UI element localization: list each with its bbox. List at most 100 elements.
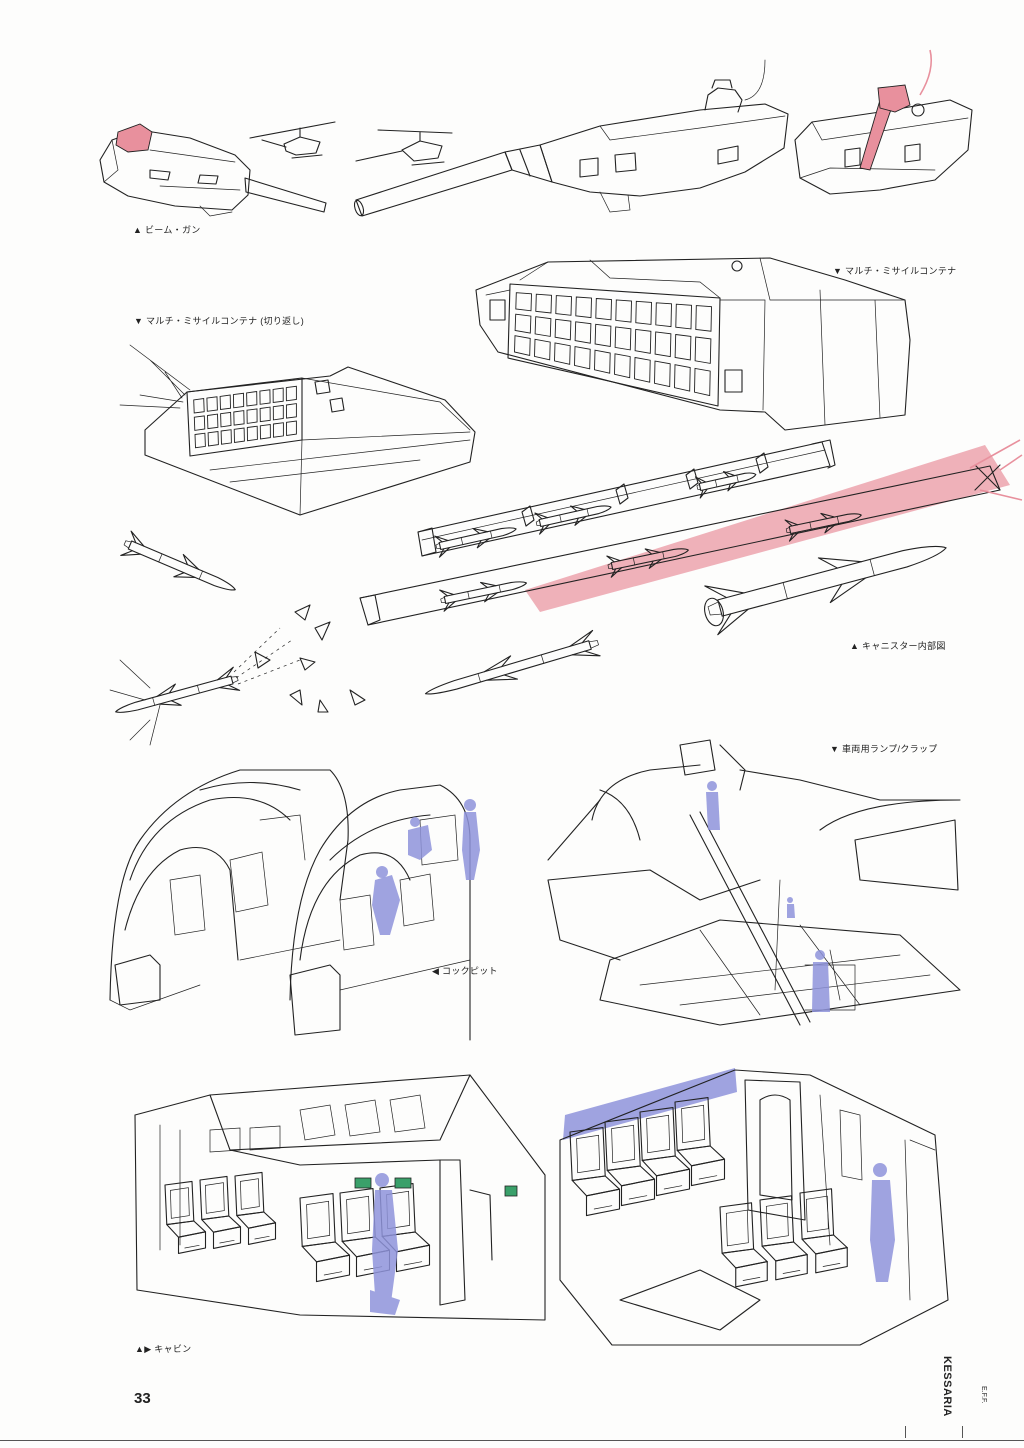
missile-cell <box>574 346 591 370</box>
crew-figure <box>812 962 830 1012</box>
missile-cell <box>259 406 271 423</box>
missile-cell <box>575 296 592 319</box>
crew-figure <box>706 792 720 830</box>
multi-missile-container-front <box>475 257 911 431</box>
figure-head <box>410 817 420 827</box>
screen <box>504 1185 518 1197</box>
missile-cell <box>206 396 218 412</box>
hull-outline <box>289 784 471 1041</box>
seat <box>234 1171 276 1245</box>
missile-cell <box>286 420 297 437</box>
helicopter-sketch <box>355 129 453 166</box>
missile-cell <box>220 411 232 428</box>
missile-cell <box>233 410 245 426</box>
gun-barrel <box>355 151 513 217</box>
missile-cell <box>654 360 671 388</box>
cockpit-cutaway-left <box>109 769 349 1011</box>
hull-body <box>739 769 961 831</box>
missile-cell <box>555 295 572 316</box>
passenger-figure <box>370 1190 400 1315</box>
seat <box>674 1096 726 1187</box>
cabin-door <box>439 1159 493 1306</box>
cabin-ceiling <box>209 1074 471 1166</box>
missile-cell <box>634 356 651 383</box>
missile-cell <box>514 313 532 334</box>
tube-outline <box>417 441 831 557</box>
helicopter-body <box>261 136 323 159</box>
hull-outline <box>109 769 349 1001</box>
missile-cell <box>675 303 692 330</box>
exhaust-lines <box>233 627 301 685</box>
beam-gun-rear-view <box>794 49 973 195</box>
turret-slots <box>579 145 739 178</box>
missile <box>694 463 759 499</box>
helicopter-rotor <box>377 129 453 142</box>
missile-cell <box>614 353 631 379</box>
missile-cell <box>515 292 532 312</box>
caption-multi-missile-container: ▼ マルチ・ミサイルコンテナ <box>833 266 957 276</box>
seat <box>199 1175 241 1249</box>
missile-cell <box>534 316 552 337</box>
side-title: KESSARIA <box>941 1356 953 1417</box>
multi-missile-container-reverse <box>119 344 476 516</box>
floor-bench <box>619 1269 761 1331</box>
turret-panel-lines <box>599 115 786 213</box>
missile-cell <box>285 385 297 402</box>
beam-gun-side-view <box>99 123 327 217</box>
screen <box>354 1177 372 1189</box>
container-panel-lines <box>209 377 471 516</box>
missile <box>111 666 242 725</box>
turret-body <box>539 103 789 197</box>
missile-cell <box>272 404 284 421</box>
missile <box>119 530 242 603</box>
rule-tick <box>962 1426 963 1438</box>
missile-cell <box>259 423 271 440</box>
missile-cell <box>207 430 219 447</box>
caption-cabin: ▲▶ キャビン <box>135 1344 192 1354</box>
missile-cell <box>554 318 572 341</box>
container-outline <box>475 257 911 431</box>
figure-head <box>376 866 388 878</box>
missile-cell <box>193 397 205 414</box>
caption-canister-interior: ▲ キャニスター内部図 <box>850 641 946 651</box>
missile-cell <box>635 300 652 325</box>
cabin-interior-left <box>134 1074 546 1321</box>
side-openings <box>489 299 743 393</box>
motion-lines <box>119 344 191 409</box>
missile-cell <box>514 335 531 356</box>
missile-cell <box>674 364 691 392</box>
figure-head <box>815 950 825 960</box>
helicopter-sketch <box>249 121 336 159</box>
turret-panel-lines <box>103 139 241 217</box>
missile-cell <box>614 326 632 351</box>
sensor-cable <box>744 59 766 101</box>
page-number: 33 <box>134 1390 151 1407</box>
missile-cell <box>207 413 219 430</box>
nose-box <box>289 964 341 1036</box>
helicopter-body <box>355 140 445 166</box>
cockpit-details <box>339 814 471 991</box>
missile-cell <box>674 333 692 361</box>
seat <box>164 1180 206 1254</box>
nose-box <box>114 954 161 1006</box>
missile-cell <box>655 302 672 328</box>
missile-cell <box>694 367 711 397</box>
missile-cell <box>695 305 712 332</box>
missile-cell <box>594 323 612 348</box>
missile-cell <box>594 349 611 374</box>
caption-cockpit: ◀ コックピット <box>432 966 498 976</box>
missile-cell <box>246 408 258 424</box>
turret-slots <box>844 143 921 168</box>
pink-cable <box>919 49 933 96</box>
missile-cell <box>272 422 284 438</box>
pink-frame-lines <box>969 439 1023 501</box>
missile-cell <box>554 342 571 365</box>
figure-head <box>707 781 717 791</box>
pilot-figure <box>408 825 432 860</box>
missile-cell <box>193 415 206 431</box>
missile-cell <box>634 328 652 354</box>
caption-vehicle-ramp: ▼ 車両用ランプ/クラップ <box>830 744 938 754</box>
missile-cell <box>232 392 245 409</box>
debris-fragments <box>254 604 366 713</box>
